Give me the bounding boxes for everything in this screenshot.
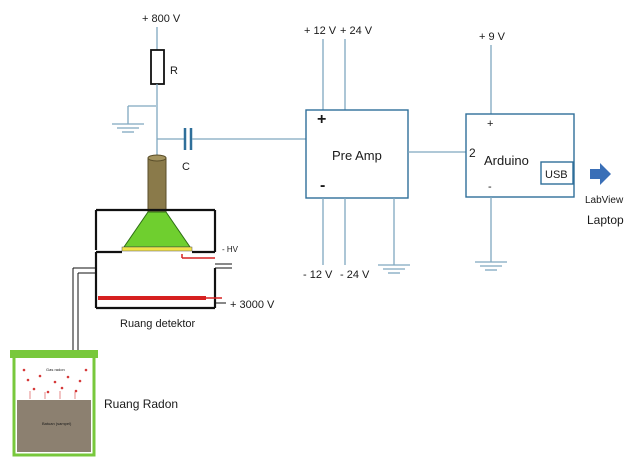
resistor-label: R xyxy=(170,65,178,77)
neg-hv-label: - HV xyxy=(222,245,239,254)
preamp-minus: - xyxy=(320,177,325,194)
preamp-supply-neg12: - 12 V xyxy=(303,269,333,281)
radon-chamber-label: Ruang Radon xyxy=(104,397,178,411)
laptop-label: Laptop xyxy=(587,213,624,227)
preamp-supply-pos24: + 24 V xyxy=(340,25,373,37)
arduino-plus: + xyxy=(487,118,493,130)
radon-emanation-lines xyxy=(29,391,76,399)
arduino-label: Arduino xyxy=(484,153,529,168)
capacitor-label: C xyxy=(182,161,190,173)
preamp-plus: + xyxy=(317,111,326,128)
usb-port-box xyxy=(540,161,574,185)
usb-port-label: USB xyxy=(545,169,568,181)
preamp-supply-pos12: + 12 V xyxy=(304,25,337,37)
radon-chamber-lid xyxy=(10,350,98,358)
resistor xyxy=(150,49,165,85)
anode-tube-top xyxy=(147,154,167,162)
arduino-pin: 2 xyxy=(469,146,476,160)
radon-gas-caption: Gas radon xyxy=(46,367,65,372)
labview-label: LabView xyxy=(585,195,624,206)
radon-particles xyxy=(22,368,88,394)
rock-caption: Batuan (sampel) xyxy=(42,421,72,426)
detector-cone xyxy=(123,211,191,248)
hv-supply-label: + 800 V xyxy=(142,13,181,25)
preamp-label: Pre Amp xyxy=(332,148,382,163)
output-arrow xyxy=(590,163,611,185)
hv-3000-label: + 3000 V xyxy=(230,299,275,311)
preamp-box xyxy=(305,109,409,199)
arduino-minus: - xyxy=(488,181,492,193)
hv-plate xyxy=(98,296,206,300)
arduino-supply-label: + 9 V xyxy=(479,31,506,43)
preamp-supply-neg24: - 24 V xyxy=(340,269,370,281)
detector-window xyxy=(121,246,193,252)
detector-chamber-label: Ruang detektor xyxy=(120,318,196,330)
rock-sediment xyxy=(17,400,91,452)
anode-tube xyxy=(147,157,167,215)
